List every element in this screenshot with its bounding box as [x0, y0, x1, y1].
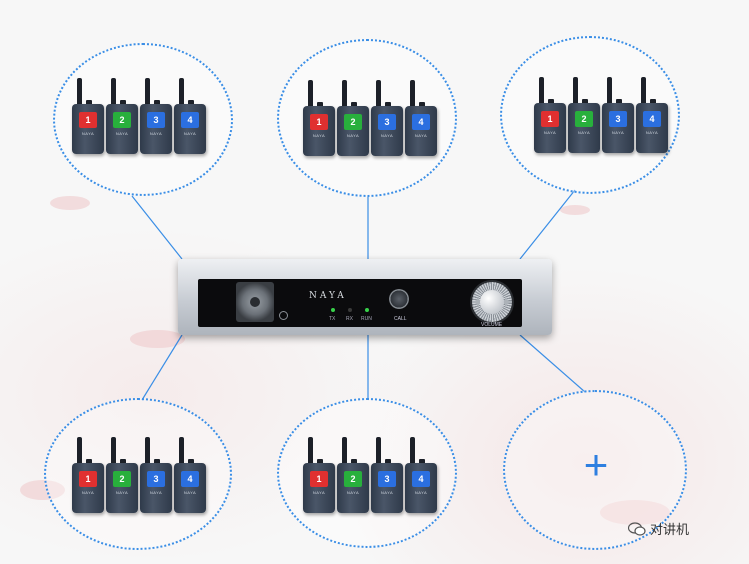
radio-screen-number: 2 — [113, 471, 131, 487]
radio-brand: NAYA — [81, 490, 95, 495]
led-run — [365, 308, 369, 312]
radio-brand: NAYA — [346, 490, 360, 495]
led-label: RX — [346, 316, 353, 322]
radio-brand: NAYA — [149, 490, 163, 495]
watermark-text: 对讲机 — [650, 522, 690, 537]
radio-brand: NAYA — [577, 130, 591, 135]
radio-screen-number: 4 — [412, 471, 430, 487]
radio-brand: NAYA — [380, 490, 394, 495]
led-label: RUN — [361, 316, 372, 322]
xlr-connector-icon — [236, 282, 274, 322]
radio-screen-number: 4 — [412, 114, 430, 130]
call-button[interactable] — [389, 289, 409, 309]
base-station-front-panel: NAYA TX RX RUN CALL VOLUME — [198, 279, 522, 328]
radio-brand: NAYA — [414, 490, 428, 495]
radio-screen-number: 3 — [147, 112, 165, 128]
led-rx — [348, 308, 352, 312]
volume-knob[interactable] — [472, 282, 512, 322]
radio-brand: NAYA — [543, 130, 557, 135]
radio-brand: NAYA — [183, 490, 197, 495]
link-line — [519, 334, 586, 393]
device-brand: NAYA — [309, 291, 347, 301]
radio-screen-number: 3 — [609, 111, 627, 127]
link-line — [131, 195, 183, 260]
call-label: CALL — [394, 316, 407, 322]
base-station: NAYA TX RX RUN CALL VOLUME — [178, 259, 552, 335]
radio-screen-number: 1 — [310, 471, 328, 487]
link-line — [519, 189, 576, 260]
radio-brand: NAYA — [149, 131, 163, 136]
radio-screen-number: 4 — [181, 471, 199, 487]
plus-icon[interactable]: + — [583, 441, 609, 488]
link-line — [141, 334, 183, 401]
radio-brand: NAYA — [115, 490, 129, 495]
radio-screen-number: 2 — [113, 112, 131, 128]
radio-screen-number: 3 — [147, 471, 165, 487]
led-label: TX — [329, 316, 336, 322]
radio-brand: NAYA — [645, 130, 659, 135]
radio-screen-number: 4 — [643, 111, 661, 127]
radio-brand: NAYA — [183, 131, 197, 136]
radio-brand: NAYA — [312, 490, 326, 495]
led-tx — [331, 308, 335, 312]
paint-splash — [130, 330, 185, 348]
watermark: 对讲机 — [627, 519, 690, 538]
radio-brand: NAYA — [414, 133, 428, 138]
radio-screen-number: 2 — [344, 471, 362, 487]
wechat-icon — [627, 521, 646, 536]
radio-screen-number: 2 — [575, 111, 593, 127]
headphone-jack-icon — [279, 311, 288, 320]
paint-splash — [50, 196, 90, 210]
radio-screen-number: 3 — [378, 114, 396, 130]
paint-splash — [560, 205, 590, 215]
radio-screen-number: 2 — [344, 114, 362, 130]
radio-brand: NAYA — [312, 133, 326, 138]
radio-screen-number: 1 — [79, 112, 97, 128]
radio-brand: NAYA — [115, 131, 129, 136]
radio-brand: NAYA — [346, 133, 360, 138]
radio-screen-number: 4 — [181, 112, 199, 128]
radio-brand: NAYA — [611, 130, 625, 135]
radio-screen-number: 3 — [378, 471, 396, 487]
radio-screen-number: 1 — [79, 471, 97, 487]
volume-label: VOLUME — [481, 322, 503, 328]
add-slot-ring[interactable] — [503, 390, 687, 550]
radio-screen-number: 1 — [541, 111, 559, 127]
radio-brand: NAYA — [81, 131, 95, 136]
radio-brand: NAYA — [380, 133, 394, 138]
radio-screen-number: 1 — [310, 114, 328, 130]
